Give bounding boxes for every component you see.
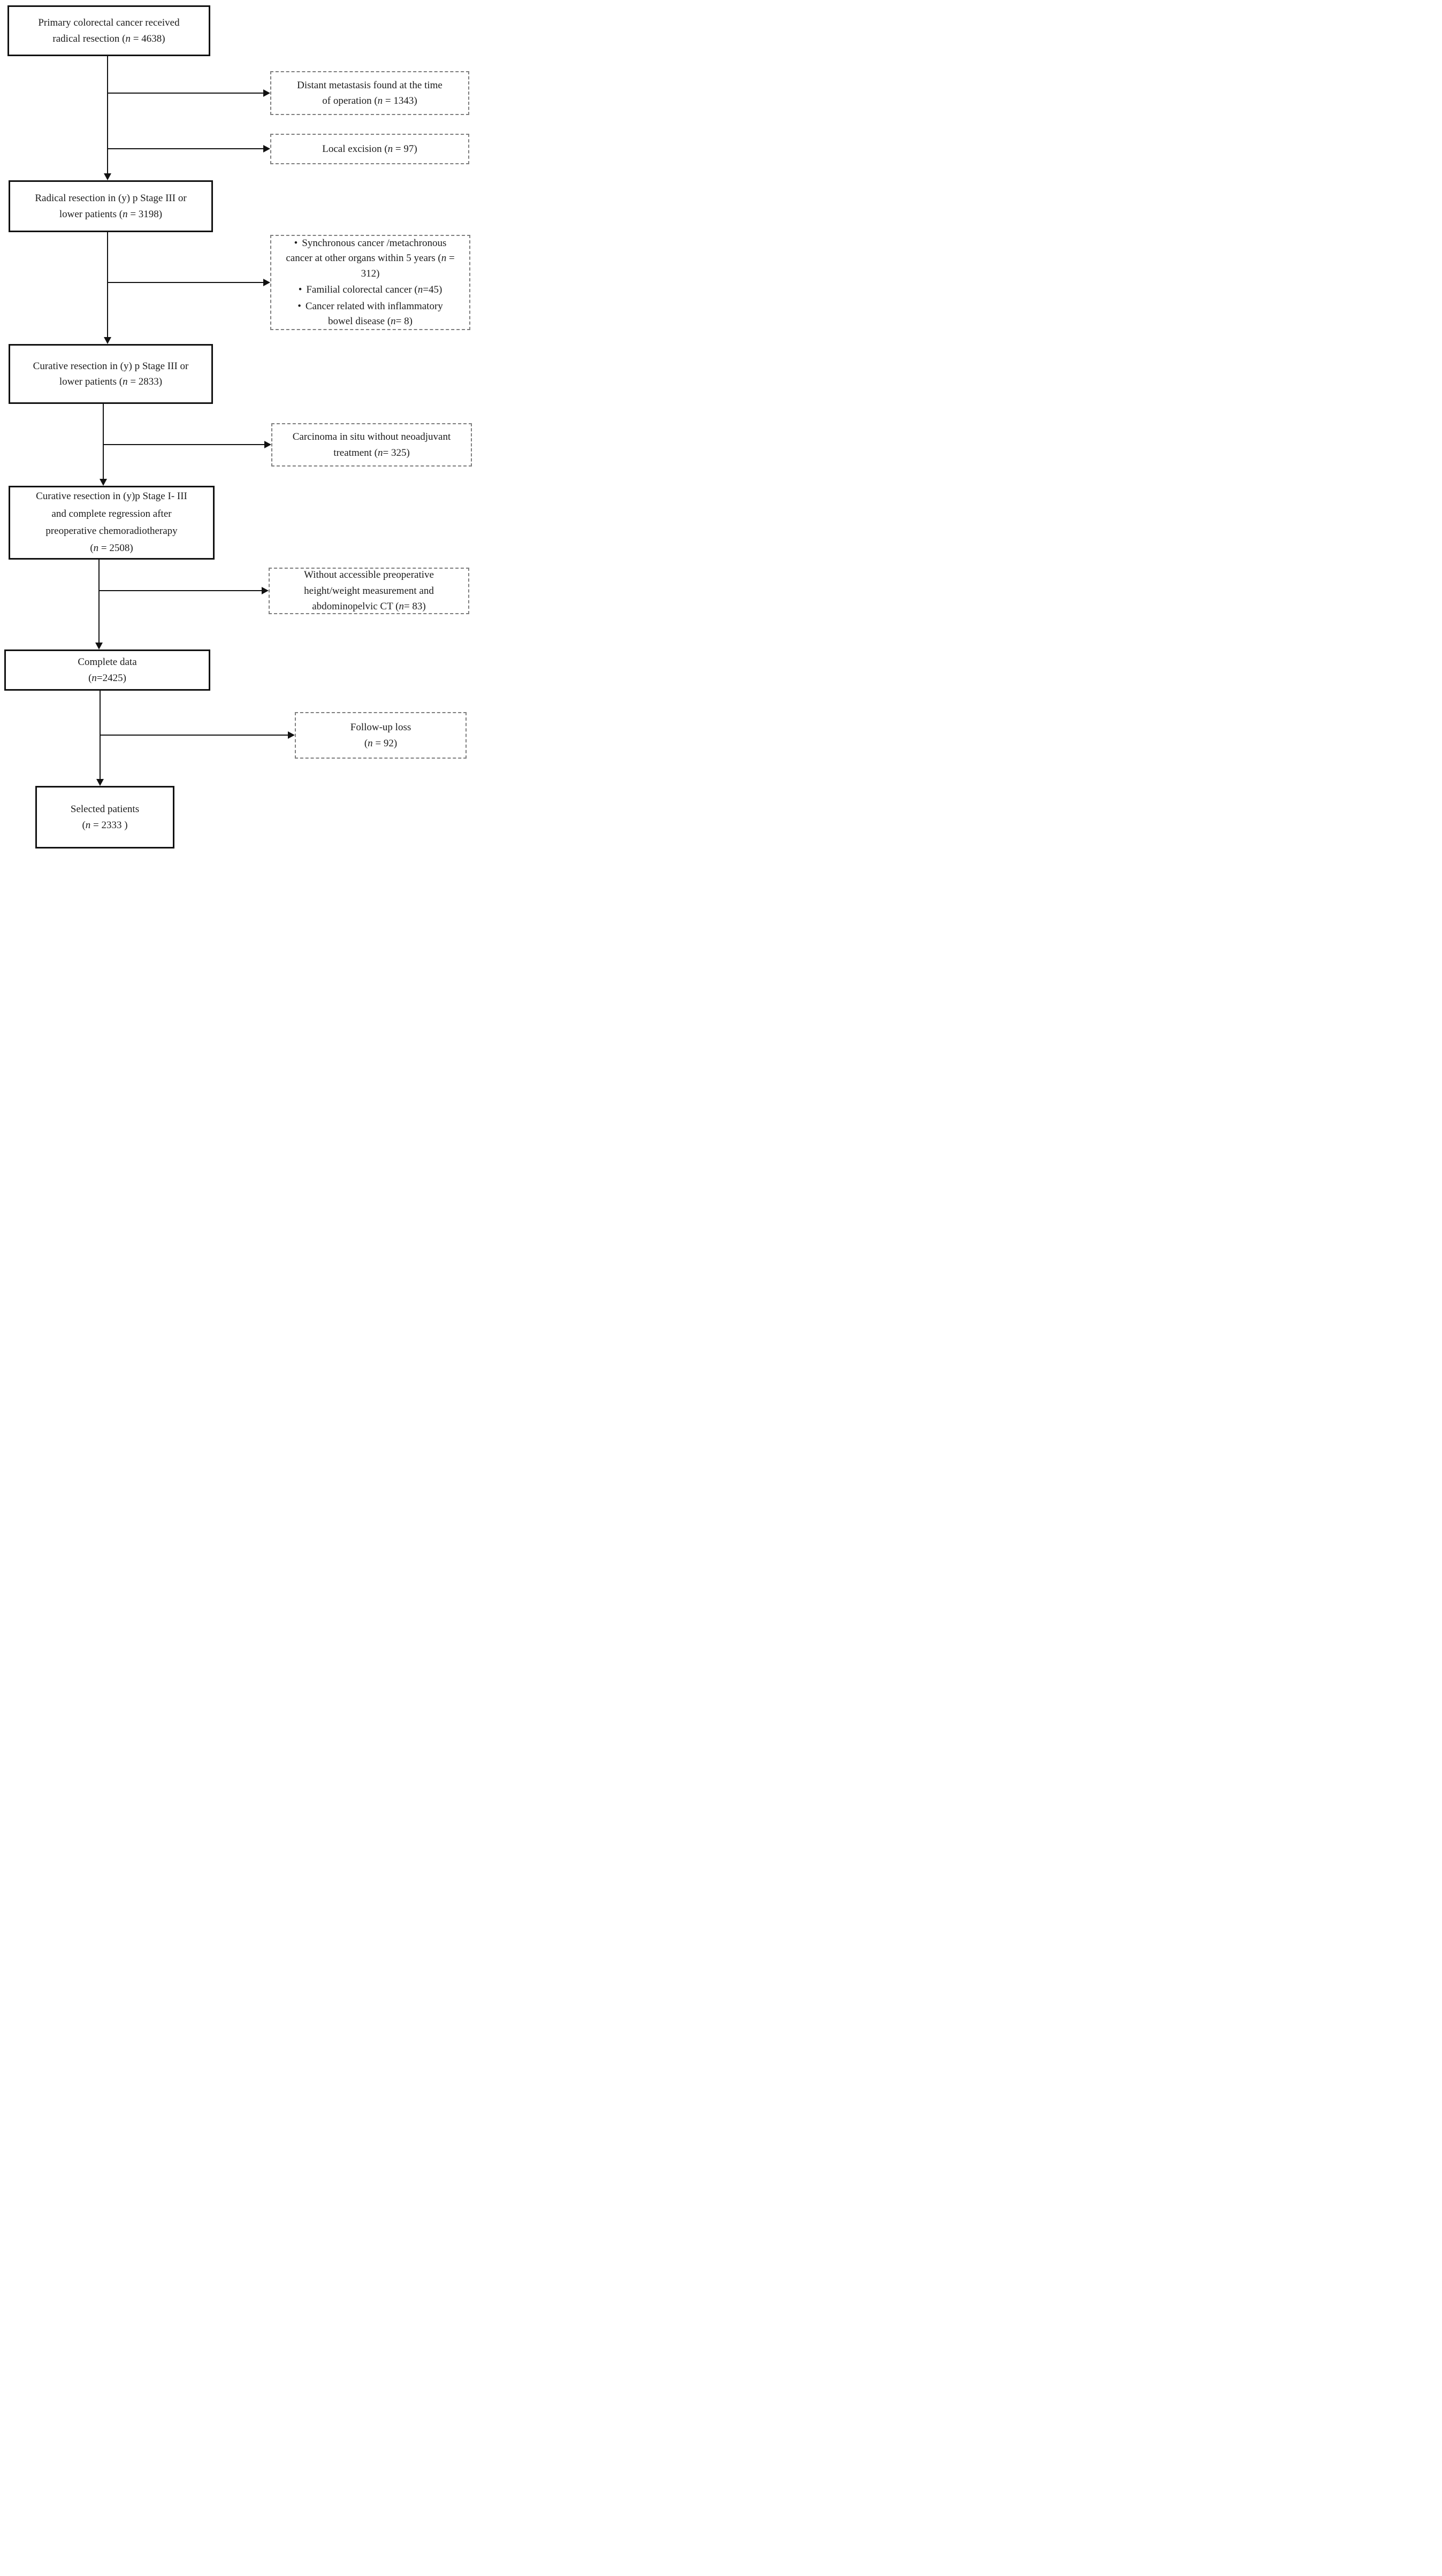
box-curative-resection-stage1-3: Curative resection in (y)p Stage I- III a… [9, 486, 215, 560]
box-carcinoma-in-situ: Carcinoma in situ without neoadjuvant tre… [271, 423, 472, 467]
box-text-line: Selected patients [70, 804, 140, 815]
box-primary-resection: Primary colorectal cancer received radica… [7, 5, 210, 56]
arrowhead-right-icon [263, 279, 270, 286]
arrowhead-down-icon [100, 479, 107, 486]
arrowhead-down-icon [96, 779, 104, 786]
connector-vertical-2 [107, 232, 108, 337]
box-text-line: height/weight measurement and [304, 585, 434, 597]
arrowhead-down-icon [104, 337, 111, 344]
box-text-line: Distant metastasis found at the time [297, 79, 442, 91]
box-local-excision: Local excision (n = 97) [270, 134, 469, 164]
arrowhead-right-icon [263, 89, 270, 97]
box-text-line: Carcinoma in situ without neoadjuvant [292, 431, 451, 443]
box-text-line: Primary colorectal cancer received [38, 17, 180, 29]
connector-branch-followup-loss [100, 735, 288, 736]
box-text-line: Complete data [78, 656, 137, 668]
arrowhead-right-icon [264, 441, 271, 448]
arrowhead-down-icon [104, 173, 111, 180]
bullet-item: •Synchronous cancer /metachronous cancer… [286, 237, 455, 279]
box-distant-metastasis: Distant metastasis found at the time of o… [270, 71, 469, 115]
box-text-line: and complete regression after [51, 508, 172, 519]
box-text-line: Local excision (n = 97) [322, 143, 417, 155]
box-text-line: treatment (n= 325) [333, 447, 410, 458]
connector-branch-carcinoma-in-situ [103, 444, 264, 445]
box-curative-resection-stage3: Curative resection in (y) p Stage III or… [9, 344, 213, 404]
arrowhead-right-icon [263, 145, 270, 152]
box-selected-patients: Selected patients (n = 2333 ) [35, 786, 174, 849]
arrowhead-right-icon [288, 731, 295, 739]
box-text-line: lower patients (n = 2833) [59, 376, 163, 387]
box-text-line: lower patients (n = 3198) [59, 208, 163, 220]
box-text-line: Curative resection in (y)p Stage I- III [36, 491, 187, 502]
connector-branch-missing-measurements [99, 590, 262, 591]
bullet-icon: • [294, 237, 298, 249]
box-text-line: Radical resection in (y) p Stage III or [35, 193, 187, 204]
connector-vertical-4 [98, 560, 100, 643]
bullet-item: •Familial colorectal cancer (n=45) [298, 284, 442, 295]
box-text-line: (n = 2508) [90, 542, 133, 554]
box-followup-loss: Follow-up loss (n = 92) [295, 712, 467, 759]
box-complete-data: Complete data (n=2425) [4, 649, 210, 691]
box-other-cancer-exclusions: •Synchronous cancer /metachronous cancer… [270, 235, 470, 330]
arrowhead-right-icon [262, 587, 269, 594]
box-text-line: preoperative chemoradiotherapy [45, 525, 178, 537]
box-text-line: (n = 92) [364, 737, 398, 749]
connector-vertical-1 [107, 56, 108, 173]
box-radical-resection-stage3: Radical resection in (y) p Stage III or l… [9, 180, 213, 232]
bullet-icon: • [298, 284, 302, 295]
bullet-item: •Cancer related with inflammatory bowel … [297, 300, 443, 327]
flowchart-canvas: Primary colorectal cancer received radica… [0, 0, 480, 859]
box-text-line: (n = 2333 ) [82, 819, 128, 831]
connector-branch-distant-metastasis [108, 93, 263, 94]
arrowhead-down-icon [95, 643, 103, 649]
box-text-line: Without accessible preoperative [304, 569, 434, 581]
box-missing-measurements: Without accessible preoperative height/we… [269, 568, 469, 614]
bullet-icon: • [297, 300, 301, 312]
box-text-line: Curative resection in (y) p Stage III or [33, 360, 189, 372]
connector-branch-other-cancer-exclusions [108, 282, 263, 283]
box-text-line: of operation (n = 1343) [322, 95, 417, 106]
connector-branch-local-excision [108, 148, 263, 149]
box-text-line: Follow-up loss [350, 722, 411, 733]
box-text-line: abdominopelvic CT (n= 83) [312, 601, 426, 613]
box-text-line: radical resection (n = 4638) [52, 33, 165, 44]
connector-vertical-3 [103, 404, 104, 479]
box-text-line: (n=2425) [88, 672, 126, 684]
